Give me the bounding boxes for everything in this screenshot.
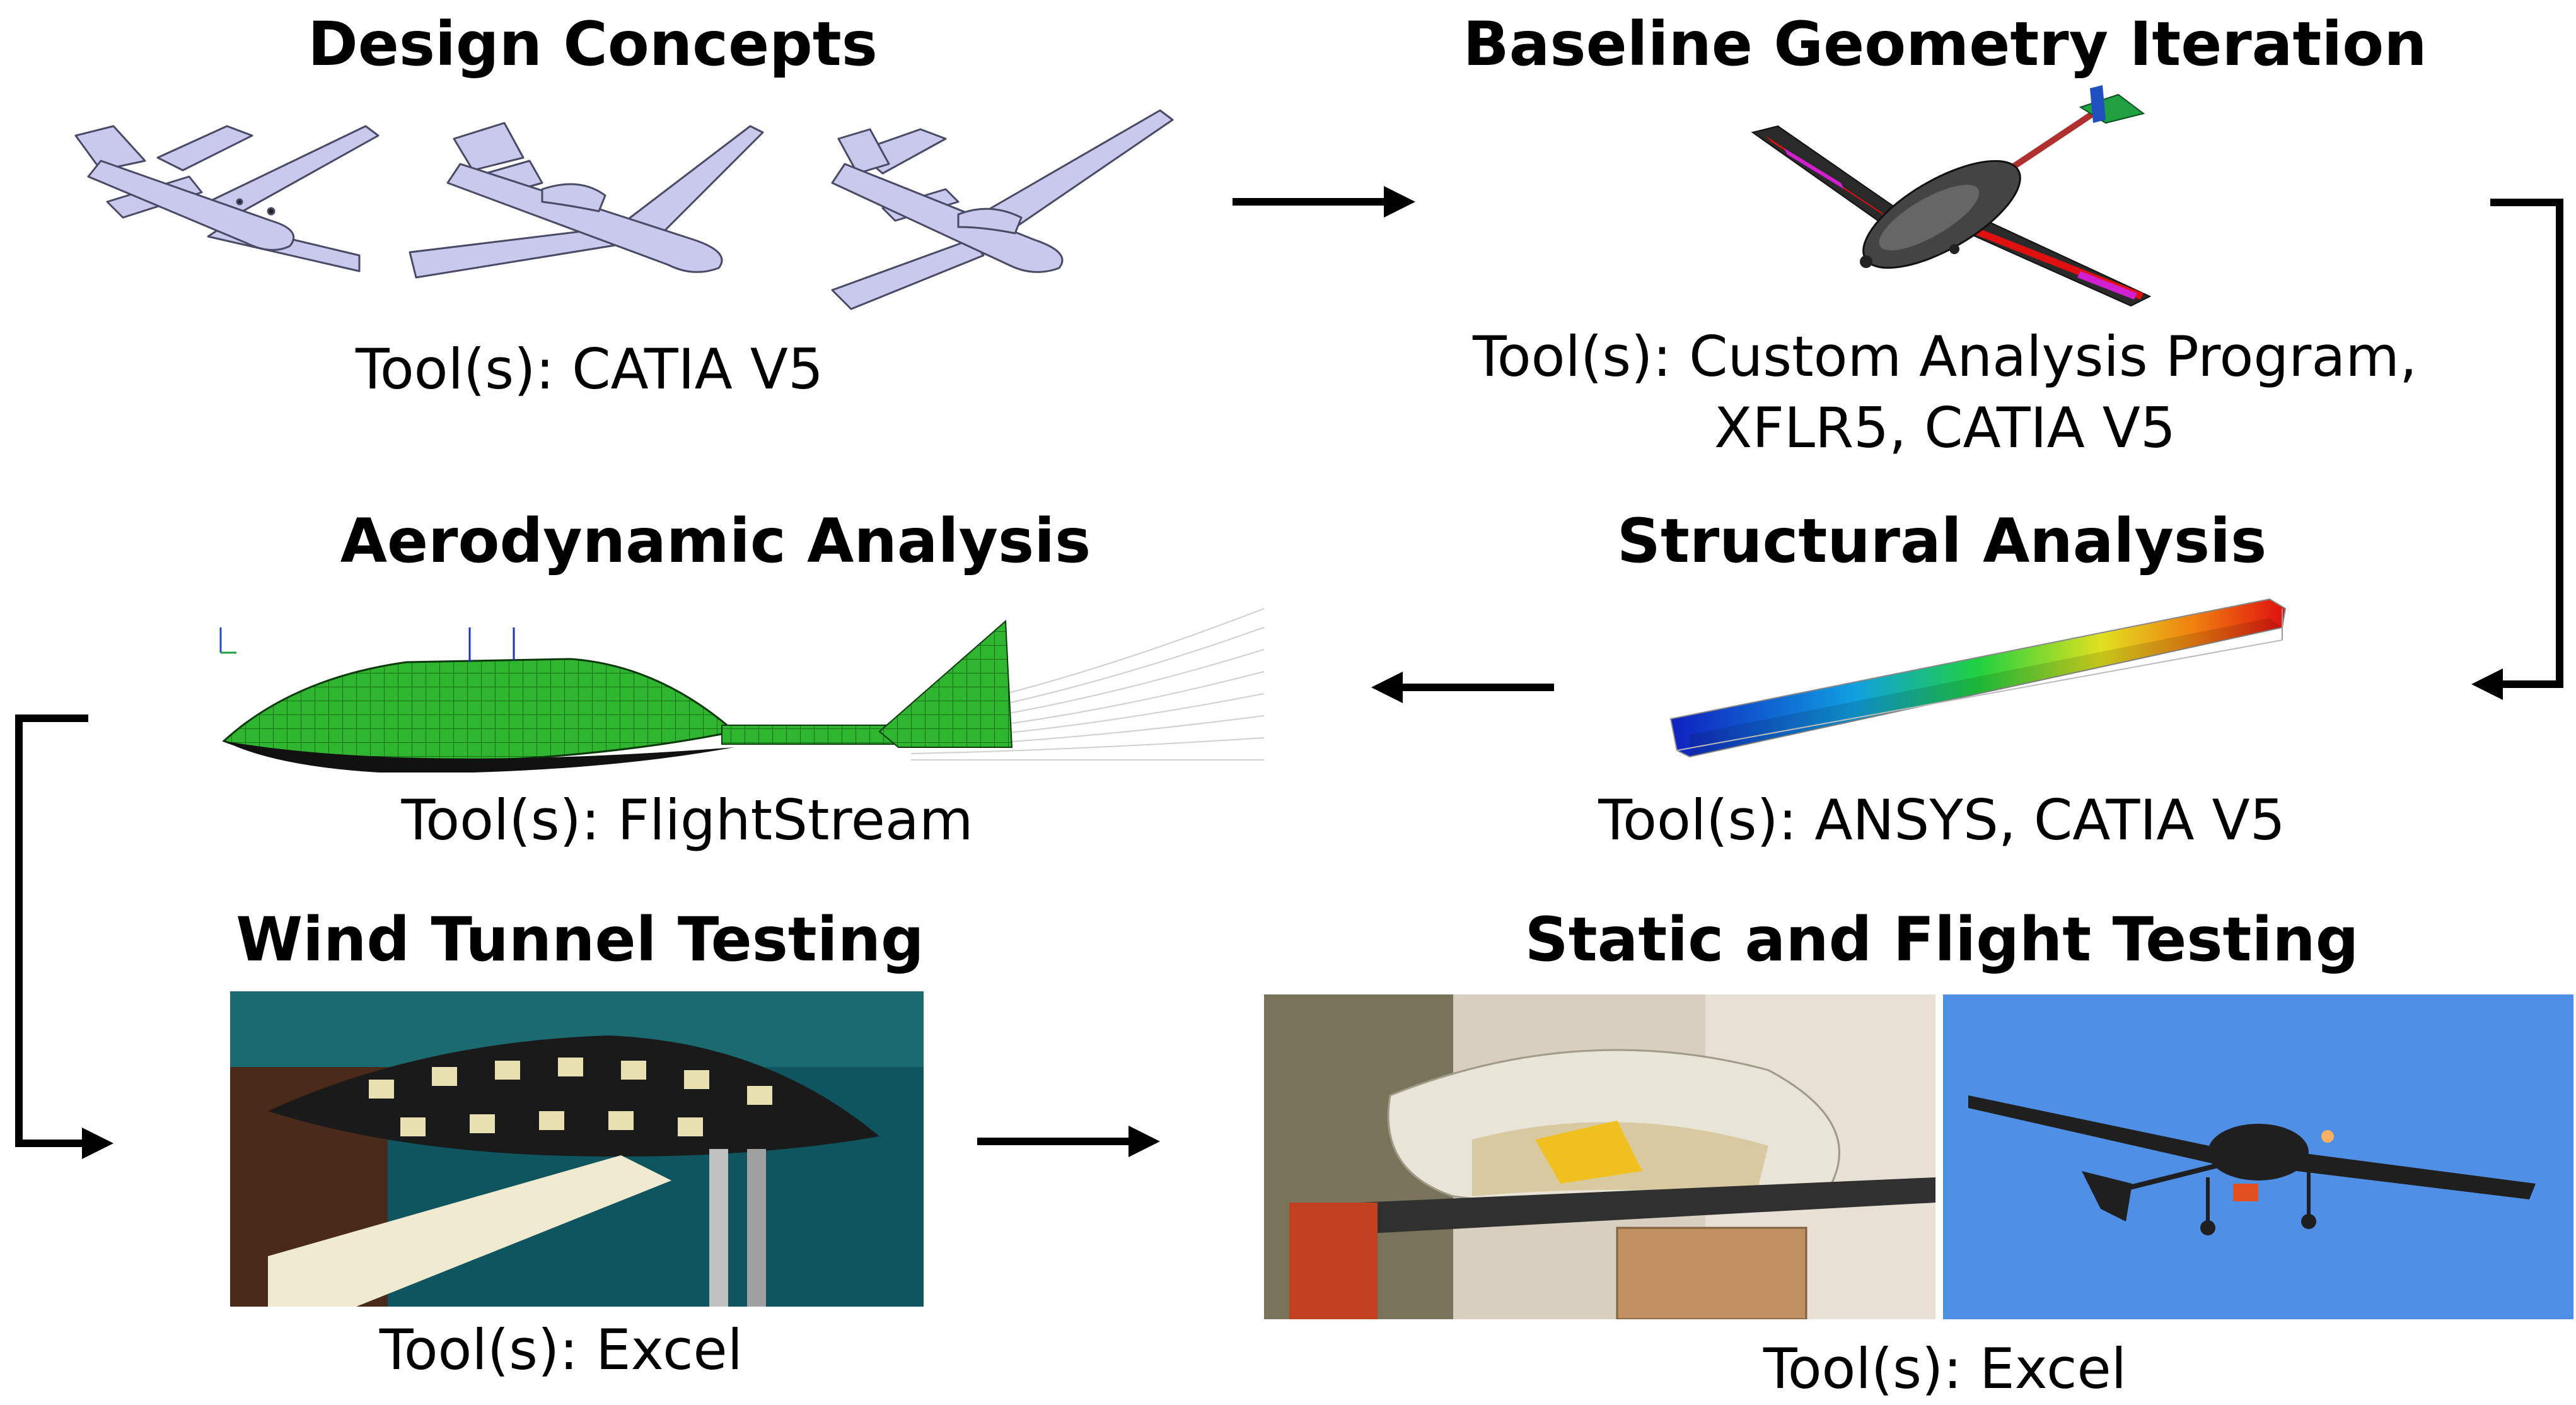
static-flight-tools: Tool(s): Excel — [1763, 1336, 2127, 1401]
structural-analysis-panel — [1664, 583, 2295, 772]
wind-tunnel-photo — [230, 991, 924, 1307]
baseline-geometry-tools: Tool(s): Custom Analysis Program, XFLR5,… — [1473, 322, 2417, 463]
baseline-geometry-panel — [1740, 82, 2156, 315]
arrow-design-to-baseline — [1233, 183, 1415, 221]
aerodynamic-analysis-panel — [218, 590, 1264, 772]
wind-tunnel-tools: Tool(s): Excel — [379, 1317, 743, 1382]
concept-airframe-icon — [74, 109, 1174, 310]
baseline-tools-line-1: Tool(s): Custom Analysis Program, — [1473, 324, 2417, 389]
arrow-windtunnel-to-static — [977, 1122, 1160, 1160]
arrow-aero-to-windtunnel — [13, 714, 113, 1159]
fea-wing-icon — [1669, 598, 2287, 758]
baseline-tools-line-2: XFLR5, CATIA V5 — [1714, 395, 2176, 460]
structural-analysis-title: Structural Analysis — [1616, 506, 2267, 576]
cad-model-icon — [1751, 85, 2152, 307]
static-test-photo — [1264, 994, 1935, 1319]
aerodynamic-analysis-title: Aerodynamic Analysis — [340, 506, 1091, 576]
arrow-structural-to-aero — [1371, 668, 1554, 706]
design-concepts-panel — [63, 101, 1185, 315]
wind-tunnel-testing-title: Wind Tunnel Testing — [236, 904, 924, 975]
static-flight-testing-title: Static and Flight Testing — [1524, 904, 2359, 975]
arrow-baseline-to-structural — [2465, 199, 2566, 703]
design-concepts-tools: Tool(s): CATIA V5 — [356, 337, 823, 402]
wind-tunnel-photo-icon — [230, 991, 924, 1307]
design-concepts-title: Design Concepts — [308, 9, 878, 79]
aerodynamic-analysis-tools: Tool(s): FlightStream — [401, 788, 973, 853]
cfd-mesh-icon — [219, 608, 1264, 772]
flight-test-photo-icon — [1943, 994, 2573, 1319]
static-test-photo-icon — [1264, 994, 1935, 1319]
baseline-geometry-title: Baseline Geometry Iteration — [1463, 9, 2427, 79]
structural-analysis-tools: Tool(s): ANSYS, CATIA V5 — [1598, 788, 2285, 853]
flight-test-photo — [1943, 994, 2573, 1319]
